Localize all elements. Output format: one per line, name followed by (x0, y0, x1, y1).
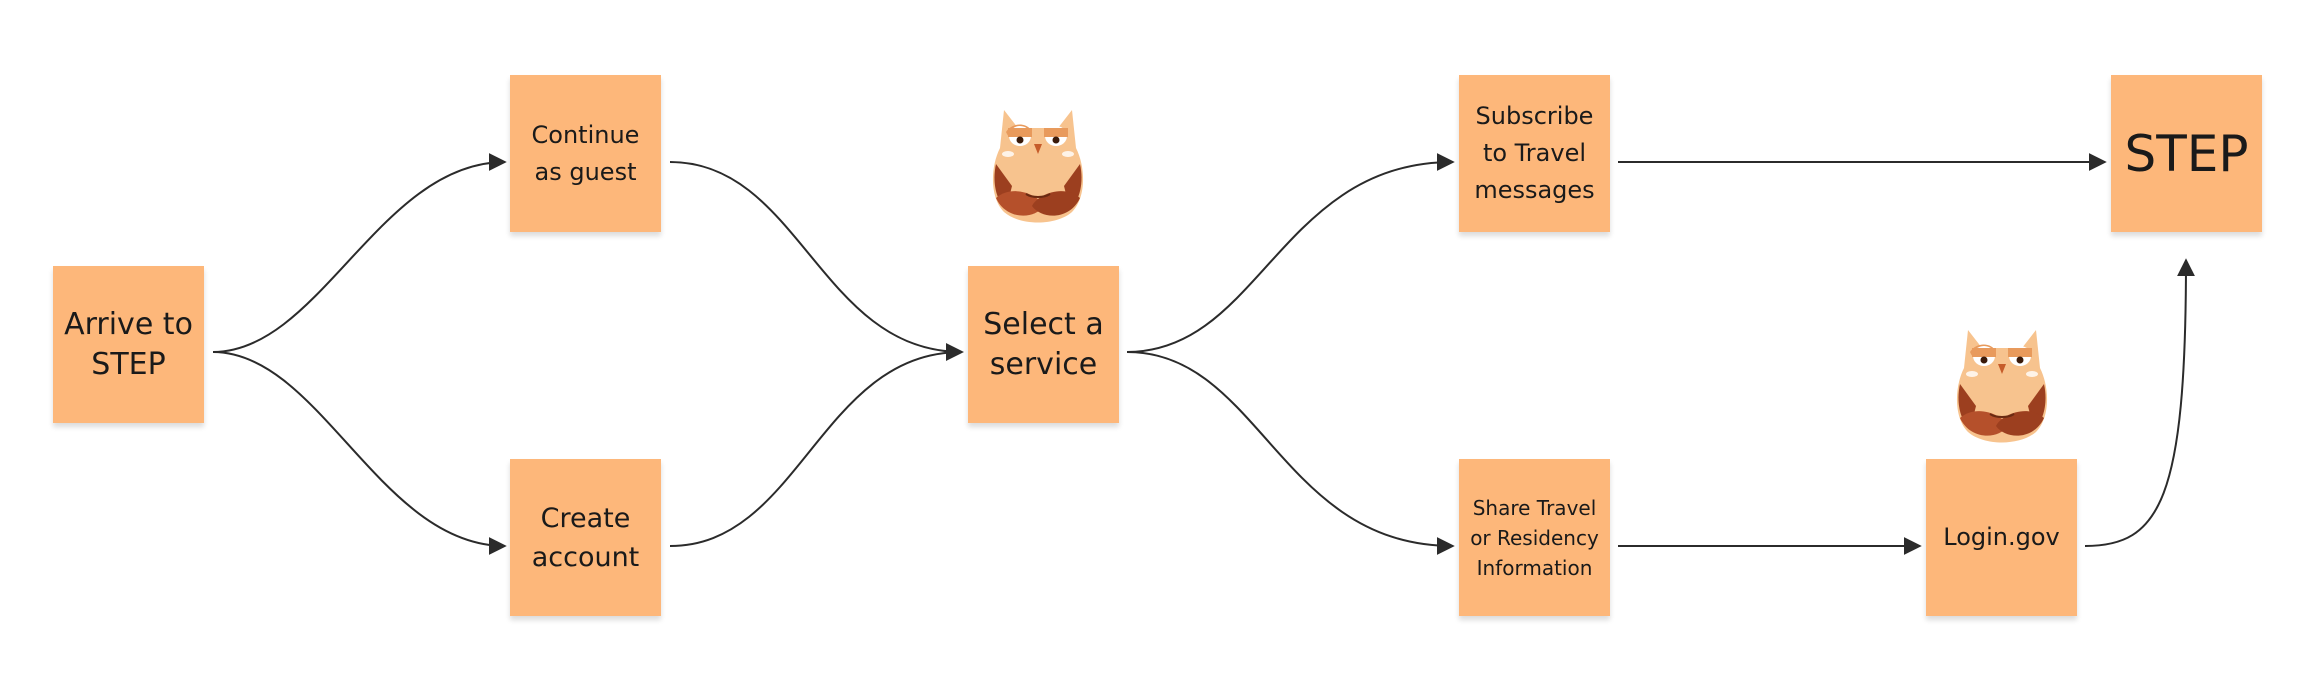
connector-arrive-to-create (212, 351, 507, 555)
connector-select-to-subscribe (1126, 153, 1455, 353)
note-share-travel-or-residency-information[interactable]: Share Travel or Residency Information (1459, 459, 1610, 616)
owl-mascot-drawing (992, 110, 1084, 223)
connector-arrive-to-guest (212, 153, 507, 353)
note-label: Login.gov (1943, 523, 2060, 551)
note-label: STEP (2124, 124, 2249, 183)
owl-mascot-icon (982, 98, 1094, 228)
connector-select-to-share (1126, 351, 1455, 555)
note-subscribe-to-travel-messages[interactable]: Subscribe to Travel messages (1459, 75, 1610, 232)
note-label: Share Travel or Residency Information (1470, 495, 1599, 580)
note-label: Arrive to STEP (64, 306, 193, 382)
connector-create-to-select (669, 343, 964, 547)
owl-mascot-icon (1946, 318, 2058, 448)
note-login-gov[interactable]: Login.gov (1926, 459, 2077, 616)
note-create-account[interactable]: Create account (510, 459, 661, 616)
note-select-a-service[interactable]: Select a service (968, 266, 1119, 423)
note-label: Create account (531, 502, 640, 573)
connector-guest-to-select (669, 161, 964, 361)
note-label: Select a service (983, 306, 1104, 382)
note-label: Subscribe to Travel messages (1474, 102, 1595, 204)
note-arrive-to-step[interactable]: Arrive to STEP (53, 266, 204, 423)
owl-mascot-drawing (1956, 330, 2048, 443)
note-step[interactable]: STEP (2111, 75, 2262, 232)
note-label: Continue as guest (531, 120, 640, 186)
note-continue-as-guest[interactable]: Continue as guest (510, 75, 661, 232)
connector-login-to-step (2084, 258, 2195, 547)
